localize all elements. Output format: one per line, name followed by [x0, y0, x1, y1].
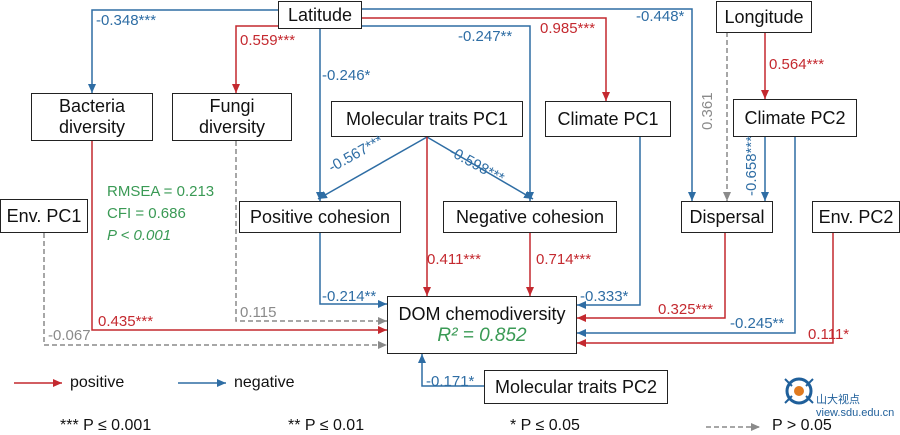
arrow-lat-climate1: [362, 17, 610, 101]
coef-lat-negcoh: -0.247**: [458, 28, 513, 45]
node-negative-cohesion: Negative cohesion: [443, 201, 617, 233]
sdu-logo-icon: [784, 377, 814, 405]
coef-climate2-dispersal: -0.658***: [743, 135, 760, 196]
coef-lon-dispersal: 0.361: [699, 92, 716, 130]
node-bacteria-diversity: Bacteria diversity: [31, 93, 153, 141]
node-fungi-line2: diversity: [198, 117, 265, 137]
arrow-bacteria-dom: [91, 141, 387, 334]
coef-negcoh-dom: 0.714***: [536, 251, 592, 268]
node-negcoh-label: Negative cohesion: [455, 206, 605, 227]
watermark-logo: 山大视点 view.sdu.edu.cn: [780, 372, 898, 432]
legend-negative-label: negative: [234, 374, 295, 391]
coef-lat-dispersal: -0.448*: [636, 8, 685, 25]
arrow-climate1-dom: [577, 137, 641, 309]
node-env2-label: Env. PC2: [818, 206, 894, 227]
legend-positive-label: positive: [70, 374, 125, 391]
arrow-lat-bacteria: [88, 9, 278, 93]
arrow-lat-negcoh: [362, 25, 534, 201]
fit-rmsea: RMSEA = 0.213: [107, 183, 215, 200]
coef-fungi-dom: 0.115: [240, 304, 277, 321]
coef-mol2-dom: -0.171*: [426, 373, 475, 390]
node-molecular-traits-pc1: Molecular traits PC1: [331, 101, 523, 137]
arrow-mol1-poscoh: [317, 136, 428, 200]
node-mol1-label: Molecular traits PC1: [345, 108, 509, 129]
arrow-env1-dom: [43, 233, 387, 349]
node-longitude-label: Longitude: [724, 6, 804, 27]
node-mol2-label: Molecular traits PC2: [494, 376, 658, 397]
coef-env2-dom: 0.111*: [808, 326, 850, 343]
node-env-pc1: Env. PC1: [0, 199, 88, 233]
node-bacteria-line2: diversity: [58, 117, 125, 137]
arrow-climate2-dom: [577, 137, 796, 337]
legend-sig-05: * P ≤ 0.05: [510, 417, 580, 434]
coef-poscoh-dom: -0.214**: [322, 288, 377, 305]
node-dispersal: Dispersal: [681, 201, 773, 233]
coef-lat-bacteria: -0.348***: [96, 12, 157, 29]
node-climate-pc2: Climate PC2: [733, 99, 857, 137]
legend-sig-001: *** P ≤ 0.001: [60, 417, 152, 434]
node-bacteria-line1: Bacteria: [58, 96, 126, 116]
node-latitude-label: Latitude: [287, 4, 353, 25]
coef-lat-poscoh: -0.246*: [322, 67, 371, 84]
arrow-poscoh-dom: [319, 233, 387, 308]
node-latitude: Latitude: [278, 1, 362, 29]
node-poscoh-label: Positive cohesion: [249, 206, 391, 227]
arrow-lat-dispersal: [362, 8, 696, 201]
arrow-lat-fungi: [232, 25, 278, 93]
model-fit-stats: RMSEA = 0.213 CFI = 0.686 P < 0.001: [107, 181, 214, 247]
legend-sig-01: ** P ≤ 0.01: [288, 417, 365, 434]
coef-dispersal-dom: 0.325***: [658, 301, 714, 318]
fit-p: P < 0.001: [107, 227, 172, 244]
arrow-dispersal-dom: [577, 233, 726, 322]
arrow-mol1-negcoh: [426, 136, 534, 200]
coef-env1-dom: -0.067: [48, 327, 91, 344]
node-env1-label: Env. PC1: [6, 205, 82, 226]
node-fungi-line1: Fungi: [209, 96, 255, 116]
node-molecular-traits-pc2: Molecular traits PC2: [484, 370, 668, 404]
node-dom-r2: R² = 0.852: [437, 325, 527, 346]
coef-climate2-dom: -0.245**: [730, 315, 785, 332]
node-climate2-label: Climate PC2: [744, 107, 846, 128]
coef-climate1-dom: -0.333*: [580, 288, 629, 305]
coef-lat-climate1: 0.985***: [540, 20, 596, 37]
arrow-env2-dom: [577, 233, 834, 347]
arrow-fungi-dom: [235, 141, 387, 325]
node-dispersal-label: Dispersal: [689, 206, 765, 227]
node-positive-cohesion: Positive cohesion: [239, 201, 401, 233]
node-dom-chemodiversity: DOM chemodiversity R² = 0.852: [387, 296, 577, 354]
legend-ns: P > 0.05: [772, 417, 832, 434]
coef-bacteria-dom: 0.435***: [98, 313, 154, 330]
watermark-text: 山大视点 view.sdu.edu.cn: [816, 394, 895, 419]
coef-mol1-dom: 0.411***: [427, 251, 481, 268]
node-fungi-diversity: Fungi diversity: [172, 93, 292, 141]
node-climate1-label: Climate PC1: [557, 108, 659, 129]
coef-lon-climate2: 0.564***: [769, 56, 825, 73]
arrow-mol2-dom: [418, 354, 484, 387]
coef-lat-fungi: 0.559***: [240, 32, 296, 49]
node-climate-pc1: Climate PC1: [545, 101, 671, 137]
node-longitude: Longitude: [716, 1, 812, 33]
node-dom-label: DOM chemodiversity: [398, 304, 566, 324]
fit-cfi: CFI = 0.686: [107, 205, 186, 222]
node-env-pc2: Env. PC2: [812, 201, 900, 233]
